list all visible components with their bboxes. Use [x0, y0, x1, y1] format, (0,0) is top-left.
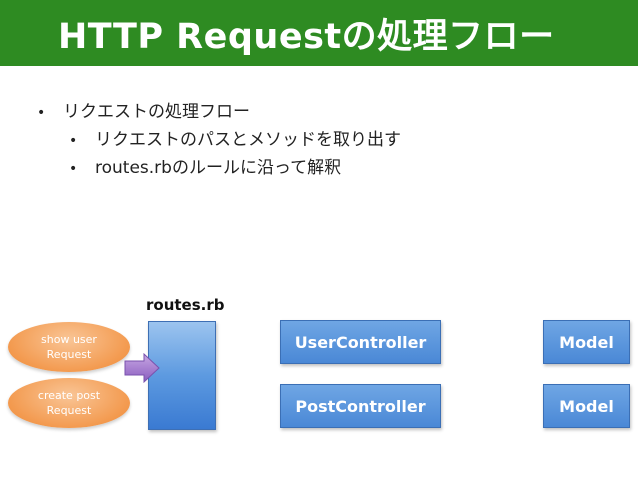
request-line1: show user — [41, 333, 97, 346]
request-show-user: show user Request — [8, 322, 130, 372]
request-line2: Request — [46, 348, 92, 361]
request-create-post: create post Request — [8, 378, 130, 428]
bullet-list: • リクエストの処理フロー • リクエストのパスとメソッドを取り出す • rou… — [37, 99, 401, 183]
bullet-marker: • — [37, 105, 46, 121]
model-box: Model — [543, 384, 630, 428]
bullet-sub-2-text: routes.rbのルールに沿って解釈 — [95, 158, 342, 178]
request-line1: create post — [37, 389, 101, 402]
model-box: Model — [543, 320, 630, 364]
title-bar: HTTP Requestの処理フロー — [0, 0, 638, 66]
arrow-right-icon — [124, 353, 160, 383]
request-line2: Request — [46, 404, 92, 417]
bullet-sub-2: • routes.rbのルールに沿って解釈 — [37, 155, 401, 183]
slide-title: HTTP Requestの処理フロー — [58, 16, 555, 57]
post-controller-box: PostController — [280, 384, 441, 428]
router-label: routes.rb — [146, 296, 225, 314]
bullet-marker: • — [69, 161, 78, 177]
bullet-sub-1-text: リクエストのパスとメソッドを取り出す — [95, 130, 401, 150]
bullet-marker: • — [69, 133, 78, 149]
user-controller-box: UserController — [280, 320, 441, 364]
bullet-main-text: リクエストの処理フロー — [63, 102, 250, 122]
bullet-main: • リクエストの処理フロー — [37, 99, 401, 127]
bullet-sub-1: • リクエストのパスとメソッドを取り出す — [37, 127, 401, 155]
